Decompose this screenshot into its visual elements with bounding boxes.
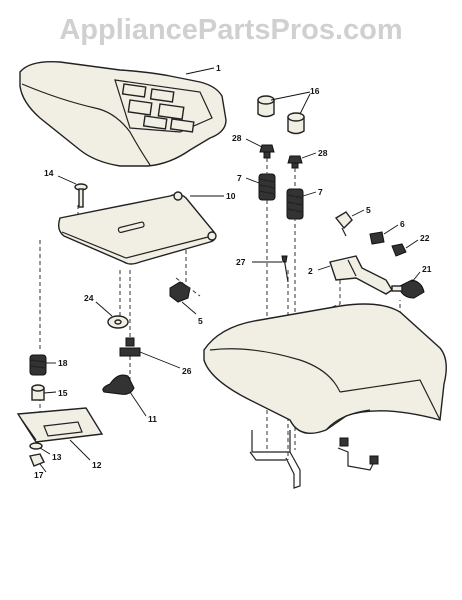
bolt-part-28[interactable] xyxy=(259,144,303,169)
watermark: AppliancePartsPros.com xyxy=(59,14,403,46)
callout-21: 21 xyxy=(422,264,432,274)
leader-15 xyxy=(43,391,57,394)
knob-part-11[interactable] xyxy=(102,374,135,395)
leader-12 xyxy=(69,439,91,461)
rod-part-27[interactable] xyxy=(281,255,289,283)
leader-6 xyxy=(383,224,399,235)
leader-26 xyxy=(139,351,181,369)
callout-10: 10 xyxy=(226,191,236,201)
spring-part-7[interactable] xyxy=(258,173,304,220)
leader-5b xyxy=(181,301,197,315)
clip-part-5-upper[interactable] xyxy=(334,211,353,237)
clip-part-5-lower[interactable] xyxy=(169,277,201,303)
leader-5a xyxy=(351,209,365,217)
callout-15: 15 xyxy=(58,388,68,398)
leader-7a xyxy=(245,177,260,184)
leader-22 xyxy=(405,239,419,249)
bushing-part-15[interactable] xyxy=(31,384,45,401)
callout-28a: 28 xyxy=(232,133,242,143)
callout-5b: 5 xyxy=(198,316,203,326)
callout-1: 1 xyxy=(216,63,221,73)
callout-7a: 7 xyxy=(237,173,242,183)
leader-28a xyxy=(245,138,263,148)
callout-24: 24 xyxy=(84,293,94,303)
bolt-part-26[interactable] xyxy=(119,337,141,357)
leader-14 xyxy=(57,175,77,185)
callout-14: 14 xyxy=(44,168,54,178)
bolt-part-14[interactable] xyxy=(74,183,88,208)
nut-part-22[interactable] xyxy=(391,243,407,257)
spacer-part-6[interactable] xyxy=(369,231,385,245)
seat-part-1[interactable] xyxy=(19,61,227,167)
bracket-part-2[interactable] xyxy=(329,255,393,295)
callout-12: 12 xyxy=(92,460,102,470)
leader-7b xyxy=(302,191,317,197)
callout-13: 13 xyxy=(52,452,62,462)
knob-part-21[interactable] xyxy=(391,279,425,299)
leader-16b xyxy=(299,93,311,115)
callout-5a: 5 xyxy=(366,205,371,215)
leader-24 xyxy=(95,301,113,317)
callout-18: 18 xyxy=(58,358,68,368)
leader-28b xyxy=(301,152,317,159)
callout-6: 6 xyxy=(400,219,405,229)
leader-13 xyxy=(39,447,51,455)
nut-part-17[interactable] xyxy=(29,453,45,467)
spacer-part-16[interactable] xyxy=(257,95,305,135)
leader-21 xyxy=(411,271,421,283)
washer-part-24[interactable] xyxy=(107,315,129,329)
fender-chassis xyxy=(203,303,447,489)
callout-7b: 7 xyxy=(318,187,323,197)
callout-28b: 28 xyxy=(318,148,328,158)
leader-1 xyxy=(185,67,215,75)
callout-16: 16 xyxy=(310,86,320,96)
washer-part-13[interactable] xyxy=(29,442,43,450)
callout-11: 11 xyxy=(148,414,157,424)
leader-17 xyxy=(39,463,47,473)
callout-17: 17 xyxy=(34,470,44,480)
spring-part-18[interactable] xyxy=(29,354,47,376)
callout-22: 22 xyxy=(420,233,430,243)
callout-2: 2 xyxy=(308,266,313,276)
seat-pan-part-10[interactable] xyxy=(57,191,217,265)
callout-26: 26 xyxy=(182,366,192,376)
leader-2 xyxy=(317,265,331,271)
slide-plate-part-12[interactable] xyxy=(16,407,104,443)
leader-11 xyxy=(129,391,147,417)
callout-27: 27 xyxy=(236,257,246,267)
leader-16a xyxy=(270,91,311,101)
